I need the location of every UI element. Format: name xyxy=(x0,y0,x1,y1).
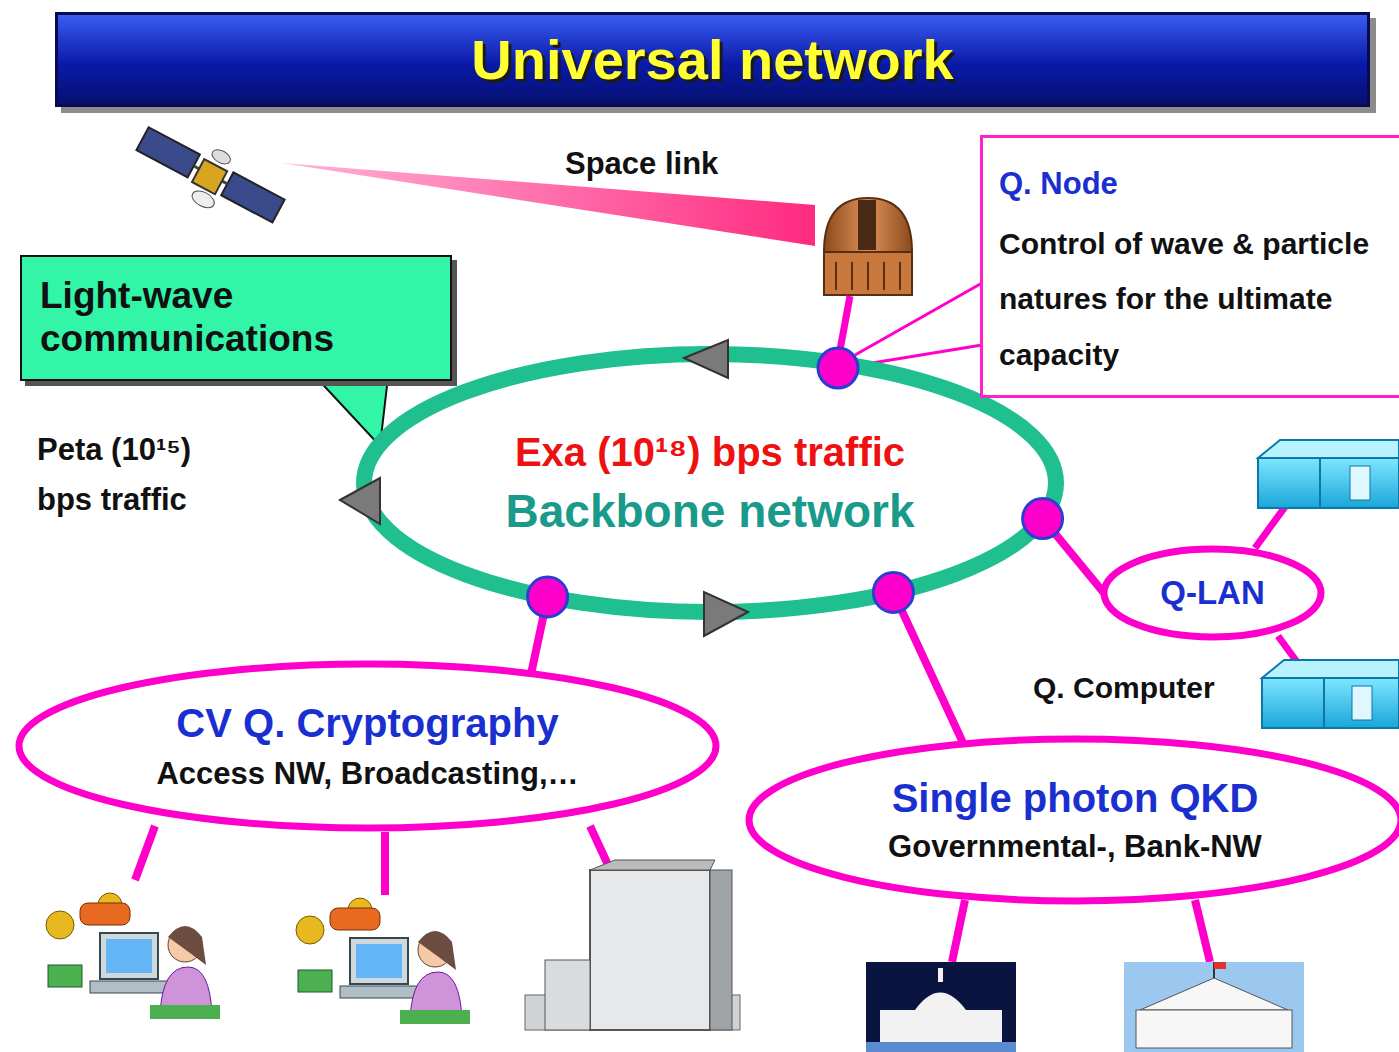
network-ellipse: CV Q. CryptographyAccess NW, Broadcastin… xyxy=(15,660,720,832)
node-heading: Q. Node xyxy=(999,166,1118,202)
ellipse-heading: CV Q. Cryptography xyxy=(176,700,558,746)
outline xyxy=(364,354,1056,612)
callout-box: Light-wave communications xyxy=(20,255,452,381)
government-building xyxy=(1124,962,1304,1052)
link-label: Space link xyxy=(565,145,785,182)
leader-line xyxy=(855,283,982,355)
station-link xyxy=(840,296,850,350)
device-label: Q. Computer xyxy=(1033,670,1258,706)
observatory xyxy=(824,198,912,295)
connector-line xyxy=(1043,519,1104,593)
connector-line xyxy=(531,597,547,674)
network-name: Backbone network xyxy=(506,485,915,538)
title-bar: Universal network xyxy=(55,12,1370,107)
quantum-computer xyxy=(1258,440,1399,508)
user-icon xyxy=(46,893,220,1019)
outline xyxy=(1104,549,1321,637)
callout-text: Light-wave communications xyxy=(40,275,432,360)
ellipse-heading: Single photon QKD xyxy=(892,775,1259,821)
government-building xyxy=(866,962,1016,1052)
ring-outline xyxy=(355,345,1065,621)
office-building xyxy=(525,860,740,1030)
satellite xyxy=(128,115,292,239)
network-ellipse: Single photon QKD Governmental-, Bank-NW xyxy=(745,735,1399,905)
traffic-label: Peta (10¹⁵) bps traffic xyxy=(37,425,247,524)
traffic-text: Exa (10¹⁸) bps traffic xyxy=(515,429,905,475)
connector-line xyxy=(893,592,963,743)
title-text: Universal network xyxy=(471,27,953,92)
lan-name: Q-LAN xyxy=(1160,574,1264,612)
outline xyxy=(749,739,1399,901)
space-link-beam xyxy=(282,163,815,246)
user-icon xyxy=(296,898,470,1024)
quantum-computer xyxy=(1262,660,1399,728)
node-body: Control of wave & particle natures for t… xyxy=(999,216,1389,383)
leader-line xyxy=(860,345,982,365)
callout-box: Q. NodeControl of wave & particle nature… xyxy=(980,135,1399,398)
ellipse-body: Governmental-, Bank-NW xyxy=(888,829,1262,865)
network-ellipse: Q-LAN xyxy=(1100,545,1325,641)
ellipse-body: Access NW, Broadcasting,… xyxy=(156,756,578,792)
backbone-ring: Exa (10¹⁸) bps trafficBackbone network xyxy=(355,345,1065,621)
outline xyxy=(19,664,716,828)
ellipse-outline xyxy=(15,660,720,832)
